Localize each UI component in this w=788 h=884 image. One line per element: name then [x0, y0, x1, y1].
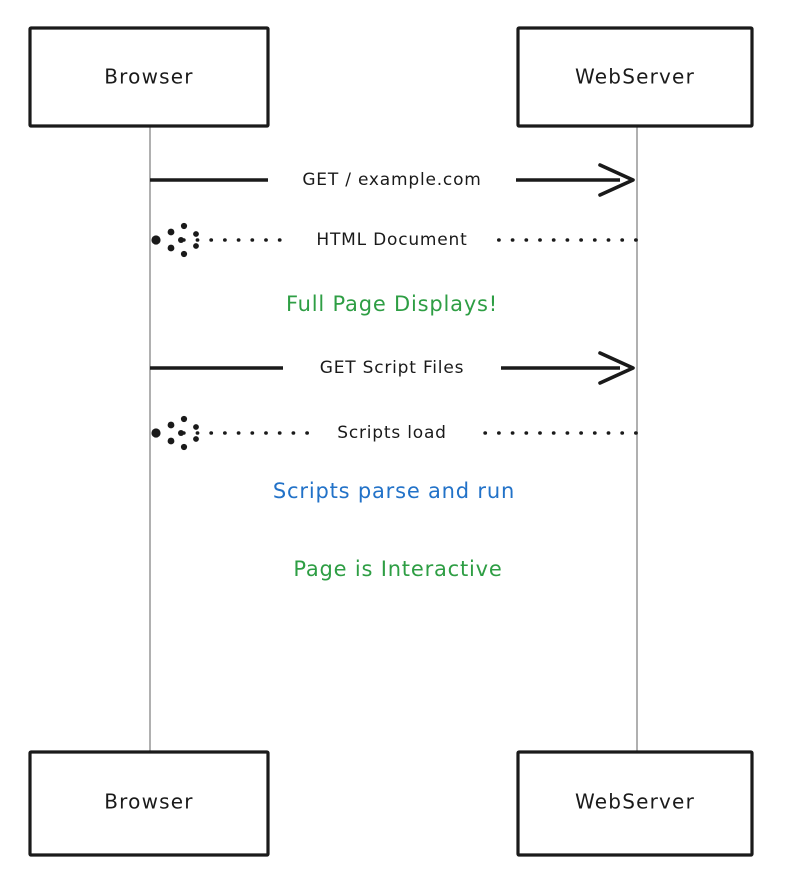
participant-box-browser-bottom[interactable]: Browser: [28, 750, 270, 857]
participant-label-browser-bottom: Browser: [104, 790, 193, 814]
participant-box-webserver-top[interactable]: WebServer: [516, 26, 754, 128]
arrow-head-left-dotted-icon: [151, 415, 199, 451]
participant-box-rect: [516, 26, 754, 128]
note-scripts-parse-and-run: Scripts parse and run: [273, 479, 515, 503]
participant-box-rect: [28, 26, 270, 128]
participant-box-rect: [28, 750, 270, 857]
message-label-get-script-files: GET Script Files: [320, 358, 465, 378]
participant-label-webserver-top: WebServer: [575, 65, 695, 89]
participant-label-browser-top: Browser: [104, 65, 193, 89]
message-label-backdrop: [309, 419, 475, 447]
note-page-is-interactive: Page is Interactive: [293, 557, 502, 581]
arrow-head-right-icon: [598, 351, 635, 385]
arrow-head-left-dotted-icon: [151, 222, 199, 258]
message-label-scripts-load: Scripts load: [337, 423, 447, 443]
note-full-page-displays: Full Page Displays!: [286, 292, 498, 316]
message-label-backdrop: [289, 226, 495, 254]
message-get-script-files[interactable]: GET Script Files: [150, 351, 635, 385]
participant-box-rect: [516, 750, 754, 857]
arrow-head-right-icon: [598, 163, 635, 197]
message-label-get-example-com: GET / example.com: [302, 170, 481, 190]
lifelines: [149, 126, 638, 752]
participant-box-webserver-bottom[interactable]: WebServer: [516, 750, 754, 857]
message-label-html-document: HTML Document: [316, 230, 467, 250]
message-html-document[interactable]: HTML Document: [151, 222, 638, 258]
message-label-backdrop: [268, 166, 516, 194]
participant-box-browser-top[interactable]: Browser: [28, 26, 270, 128]
message-label-backdrop: [283, 354, 501, 382]
message-get-example-com[interactable]: GET / example.com: [150, 163, 635, 197]
participant-label-webserver-bottom: WebServer: [575, 790, 695, 814]
message-scripts-load[interactable]: Scripts load: [151, 415, 638, 451]
